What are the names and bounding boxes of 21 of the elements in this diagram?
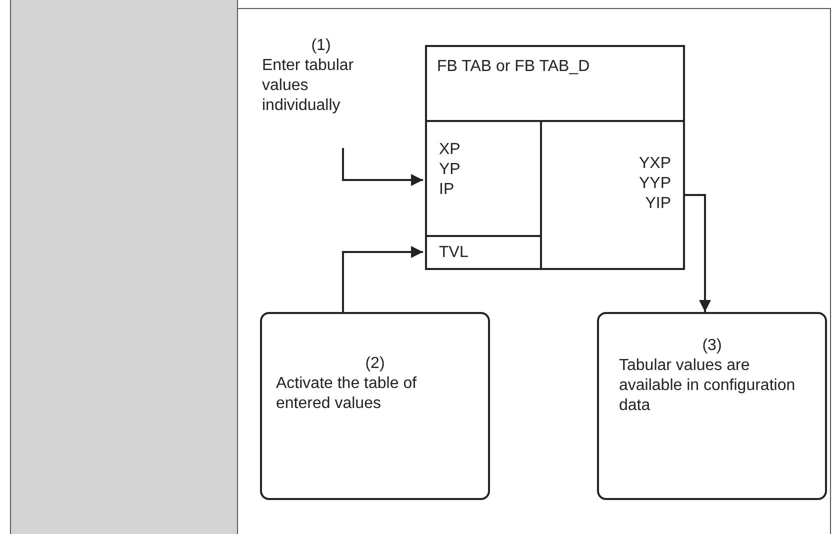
step-description: Enter tabular values individually [262, 56, 355, 116]
port-label: YYP [638, 174, 671, 194]
step-description: Activate the table of entered values [276, 374, 418, 414]
port-label: XP [439, 140, 462, 160]
function-block [425, 45, 685, 270]
port-label: YIP [644, 194, 671, 214]
port-label: YXP [638, 154, 671, 174]
step-number: (2) [364, 354, 386, 374]
process-box [260, 312, 490, 500]
block-title: FB TAB or FB TAB_D [437, 57, 591, 77]
arrow [342, 148, 423, 186]
port-label: IP [439, 180, 456, 200]
step-description: Tabular values are available in configuration data [619, 356, 796, 416]
side-panel [10, 0, 238, 534]
arrow [683, 194, 711, 312]
process-box [597, 312, 827, 500]
port-label: TVL [439, 243, 470, 263]
step-number: (1) [310, 36, 332, 56]
step-number: (3) [701, 336, 723, 356]
arrow [342, 246, 423, 312]
port-label: YP [439, 160, 462, 180]
